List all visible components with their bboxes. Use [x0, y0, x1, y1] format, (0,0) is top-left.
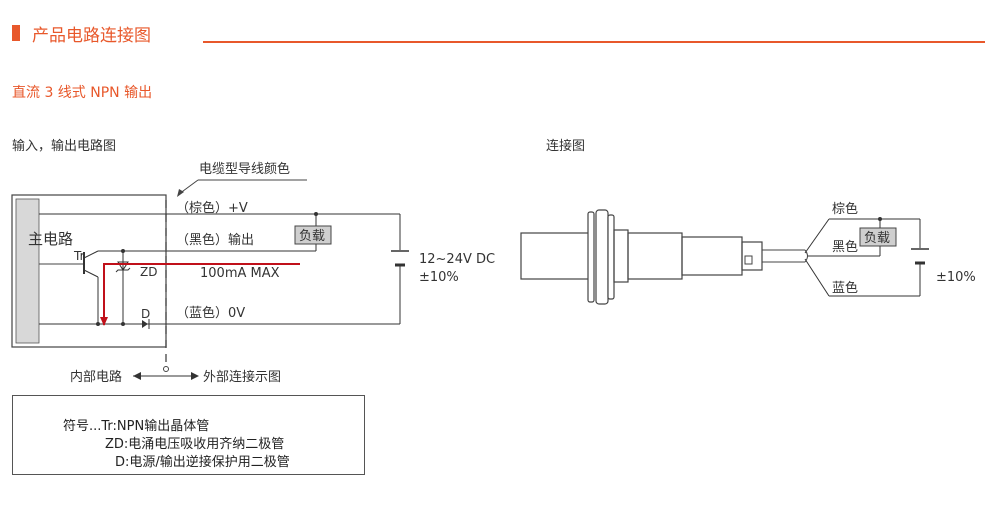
internal-circuit-label: 内部电路: [70, 369, 122, 385]
load-label: 负载: [299, 229, 325, 244]
indicator-led-icon: [744, 255, 753, 265]
right-load-label: 负载: [864, 231, 890, 246]
zd-label: ZD: [140, 265, 157, 279]
current-arrow: [100, 317, 108, 326]
right-brown-label: 棕色: [832, 201, 858, 217]
blue-lead: [804, 258, 830, 297]
boundary-node: [163, 366, 169, 372]
sensor-cable-gland: [741, 241, 763, 271]
junction-dot: [878, 217, 882, 221]
black-wire-label: （黑色）输出: [176, 232, 254, 248]
sensor-nut: [607, 214, 615, 300]
supply-voltage-label: 12~24V DC: [419, 252, 495, 267]
junction-dot: [96, 322, 100, 326]
current-rating-label: 100mA MAX: [200, 266, 280, 281]
header-accent-bar: [12, 25, 20, 41]
symbol-legend-box: 符号...Tr:NPN输出晶体管 ZD:电涌电压吸收用齐纳二极管 D:电源/输出…: [12, 395, 365, 475]
right-blue-label: 蓝色: [832, 280, 858, 296]
sensor-nut: [587, 211, 595, 303]
main-circuit-block: [15, 198, 40, 344]
arrow-left-icon: [133, 372, 141, 380]
current-path: [103, 263, 300, 325]
sensor-body: [681, 236, 743, 276]
external-connection-label: 外部连接示图: [203, 369, 281, 385]
blue-wire-label: （蓝色）0V: [176, 305, 245, 321]
sensor-nut: [595, 209, 609, 305]
section-subtitle: 直流 3 线式 NPN 输出: [12, 85, 153, 101]
legend-line-d: D:电源/输出逆接保护用二极管: [115, 455, 290, 470]
cable-label-arrow: [177, 189, 184, 197]
arrow-right-icon: [191, 372, 199, 380]
junction-dot: [121, 249, 125, 253]
right-diagram-title: 连接图: [546, 138, 585, 154]
zener-bar: [115, 267, 131, 273]
header-divider: [203, 41, 985, 43]
legend-line-zd: ZD:电涌电压吸收用齐纳二极管: [105, 437, 285, 452]
main-circuit-label: 主电路: [28, 230, 73, 248]
sensor-thread: [613, 229, 629, 283]
brown-lead: [804, 218, 830, 254]
sensor-housing: [627, 232, 683, 280]
supply-tolerance-label: ±10%: [419, 270, 459, 285]
right-black-label: 黑色: [832, 239, 858, 255]
transistor-emitter: [83, 269, 99, 278]
tr-label: Tr: [73, 249, 85, 263]
left-diagram-title: 输入，输出电路图: [12, 138, 116, 154]
junction-dot: [121, 322, 125, 326]
transistor-collector: [83, 250, 99, 259]
sensor-tip: [520, 232, 594, 280]
cable-color-label: 电缆型导线颜色: [199, 161, 290, 177]
page-title: 产品电路连接图: [32, 26, 151, 46]
junction-dot: [314, 212, 318, 216]
legend-line-tr: 符号...Tr:NPN输出晶体管: [63, 419, 210, 434]
right-load-box: [859, 227, 897, 247]
load-box: [294, 225, 332, 245]
d-label: D: [141, 307, 150, 321]
brown-wire-label: （棕色）+V: [176, 200, 248, 216]
right-tolerance-label: ±10%: [936, 270, 976, 285]
zener-diode-symbol: [117, 261, 129, 271]
